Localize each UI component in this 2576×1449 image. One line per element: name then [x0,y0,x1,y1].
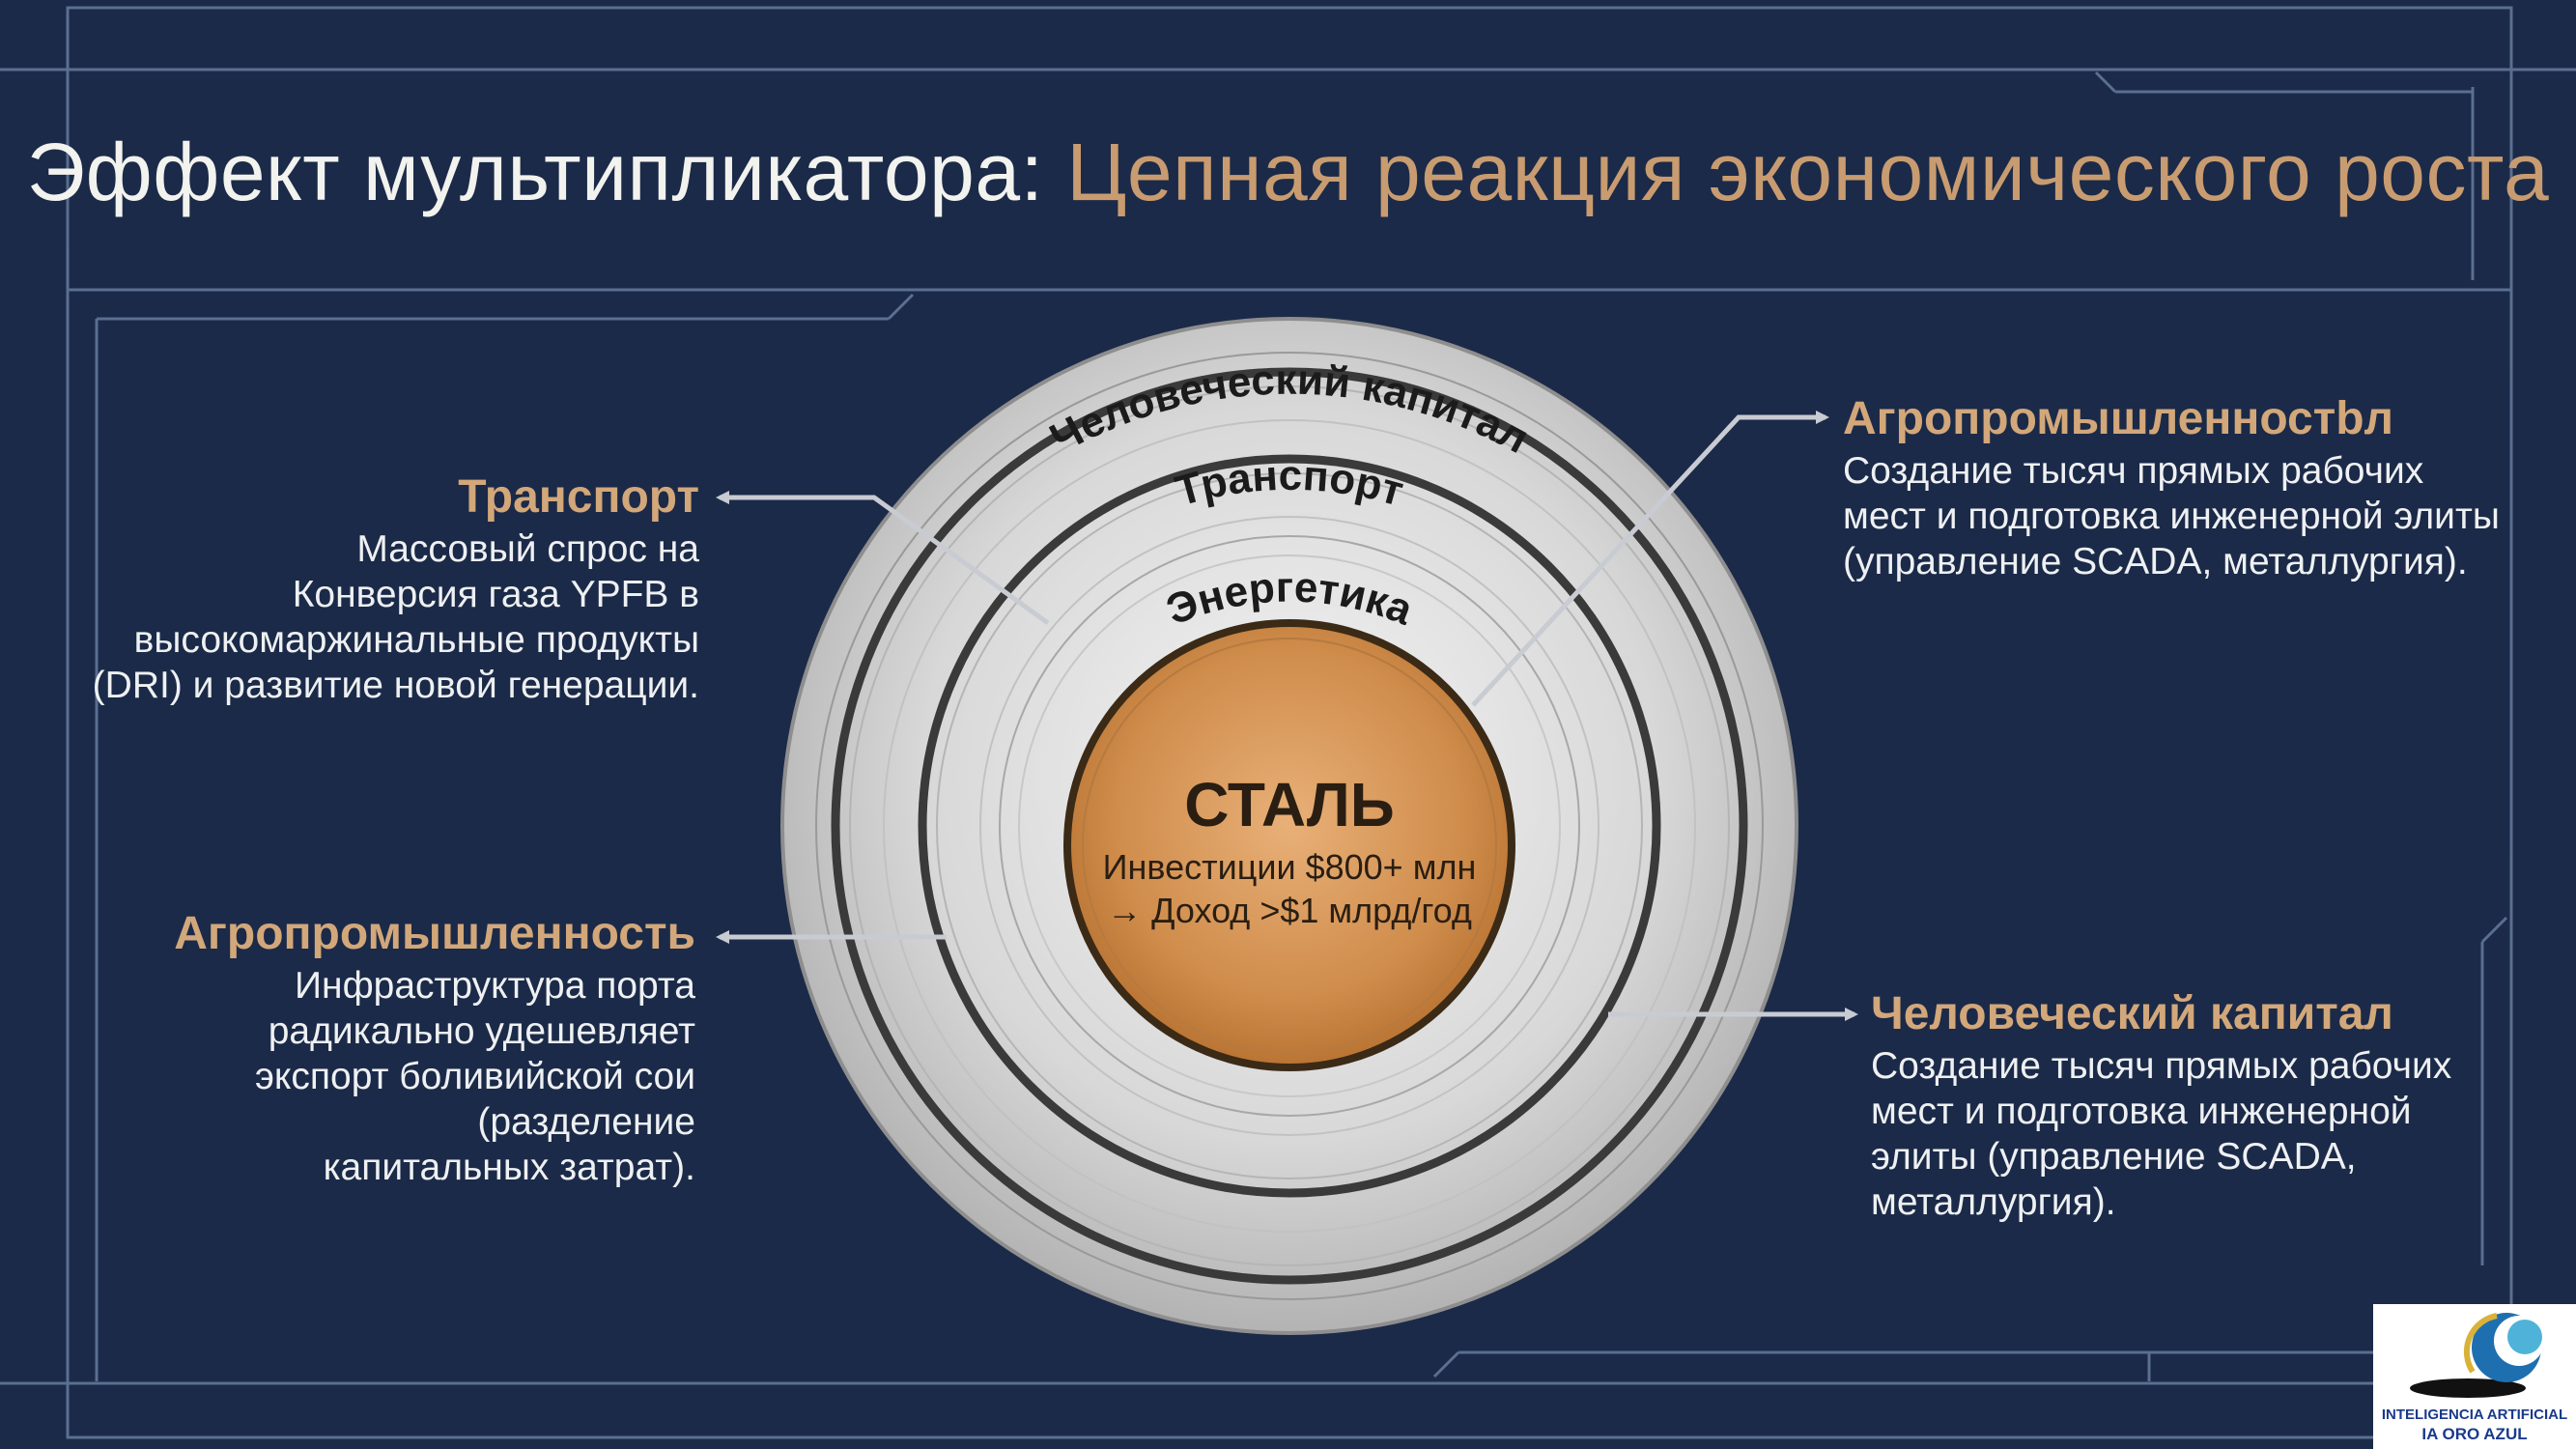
callout-agro-right-text: Создание тысяч прямых рабочих мест и под… [1843,448,2519,584]
callout-line: мест и подготовка инженерной [1871,1091,2412,1132]
core-line-1: Инвестиции $800+ млн [1103,847,1477,887]
callout-line: Конверсия газа YPFB в [292,574,699,615]
connectors [716,411,1858,1021]
callout-line: Создание тысяч прямых рабочих [1843,450,2424,492]
title-main: Эффект мультипликатора: [26,127,1044,217]
callout-agro-left-text: Инфраструктура порта радикально удешевля… [68,963,695,1190]
ring-inner [979,516,1599,1136]
callout-line: высокомаржинальные продукты [133,619,699,661]
core-steel [1063,619,1515,1071]
connector-transport [716,491,1050,626]
connector-agro-right [1471,411,1829,707]
callout-line: элиты (управление SCADA, [1871,1136,2357,1178]
callout-transport-title: Транспорт [458,471,699,523]
title-accent: Цепная реакция экономического роста [1066,127,2550,217]
callout-line: мест и подготовка инженерной элиты [1843,496,2500,537]
ring-middle [883,419,1696,1233]
logo-line-2: IA ORO AZUL [2421,1425,2528,1443]
callout-line: Создание тысяч прямых рабочих [1871,1045,2452,1087]
core-line-2: → Доход >$1 млрд/год [1107,891,1472,930]
callout-line: экспорт боливийской сои [255,1056,695,1097]
callout-agro-right-title: Агропромышленностbл [1843,393,2394,444]
callout-line: Инфраструктура порта [295,965,695,1007]
logo-line-1: INTELIGENCIA ARTIFICIAL [2381,1406,2568,1423]
callout-line: радикально удешевляет [268,1010,695,1052]
callout-transport: Транспорт Массовый спрос на Конверсия га… [71,469,699,708]
core-title: СТАЛЬ [1184,770,1395,839]
callout-line: металлургия). [1871,1181,2116,1223]
callout-line: (управление SCADA, металлургия). [1843,541,2468,582]
callout-human-capital: Человеческий капитал Создание тысяч прям… [1871,985,2489,1225]
page-title: Эффект мультипликатора: Цепная реакция э… [0,124,2576,220]
callout-line: Массовый спрос на [356,528,699,570]
multiplier-rings [780,317,1798,1335]
callout-agro-left: Агропромышленность Инфраструктура порта … [68,905,695,1190]
logo-emblem [2373,1304,2576,1449]
blueprint-frame [0,6,2576,1439]
brand-logo: INTELIGENCIA ARTIFICIAL IA ORO AZUL [2373,1304,2576,1449]
callout-line: капитальных затрат). [323,1147,695,1188]
callout-agro-left-title: Агропромышленность [174,908,695,959]
callout-transport-text: Массовый спрос на Конверсия газа YPFB в … [71,526,699,708]
callout-human-capital-text: Создание тысяч прямых рабочих мест и под… [1871,1043,2489,1225]
callout-agro-right: Агропромышленностbл Создание тысяч прямы… [1843,390,2519,584]
callout-line: (DRI) и развитие новой генерации. [92,665,699,706]
callout-line: (разделение [477,1101,695,1143]
callout-human-capital-title: Человеческий капитал [1871,988,2393,1039]
